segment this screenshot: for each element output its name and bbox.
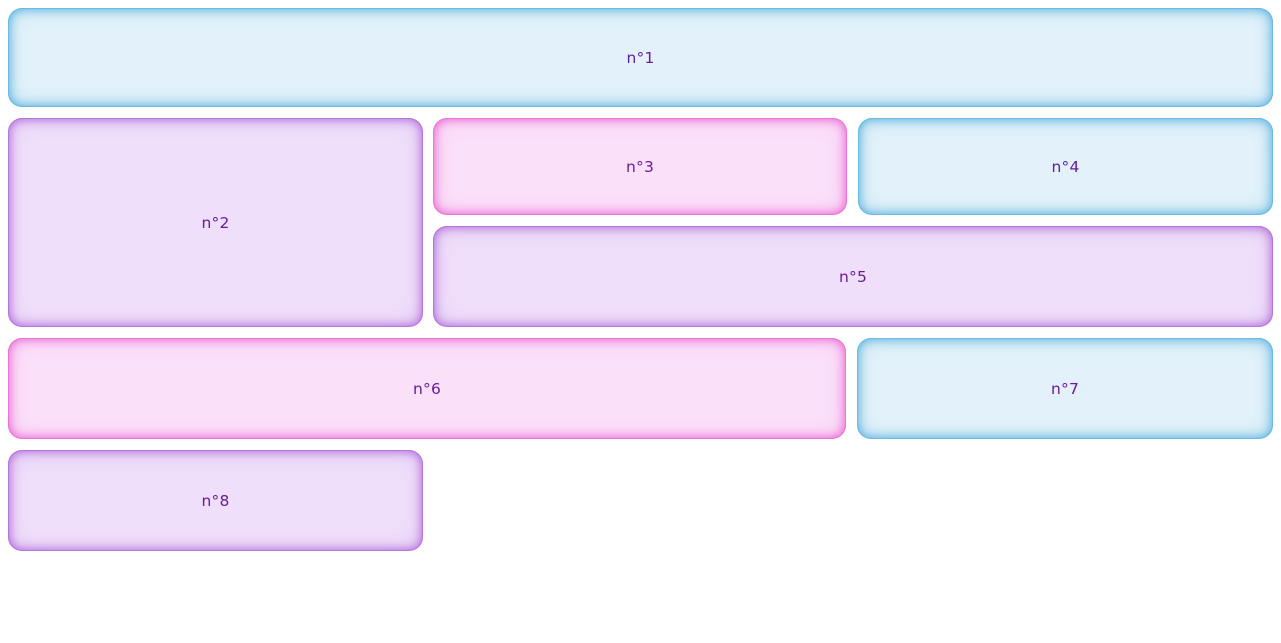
flex-item-3[interactable]: n°3 [433,118,847,215]
middle-band: n°2 n°3 n°4 n°5 [8,118,1273,327]
flex-item-2-label: n°2 [201,213,230,232]
flex-item-6[interactable]: n°6 [8,338,846,439]
flex-item-7-label: n°7 [1050,379,1080,398]
middle-band-right-column: n°3 n°4 n°5 [433,118,1273,327]
lower-band: n°6 n°7 [8,338,1273,439]
flex-item-7[interactable]: n°7 [857,338,1273,439]
flex-item-8-label: n°8 [201,491,230,510]
flex-item-5[interactable]: n°5 [433,226,1273,327]
flex-item-4[interactable]: n°4 [858,118,1273,215]
flex-item-3-label: n°3 [625,157,655,176]
flex-item-8[interactable]: n°8 [8,450,423,551]
flex-item-4-label: n°4 [1051,157,1080,176]
flex-item-2[interactable]: n°2 [8,118,423,327]
flex-item-1[interactable]: n°1 [8,8,1273,107]
flex-item-6-label: n°6 [412,379,442,398]
flex-item-5-label: n°5 [838,267,868,286]
flex-item-1-label: n°1 [626,48,655,67]
middle-band-top-row: n°3 n°4 [433,118,1273,215]
